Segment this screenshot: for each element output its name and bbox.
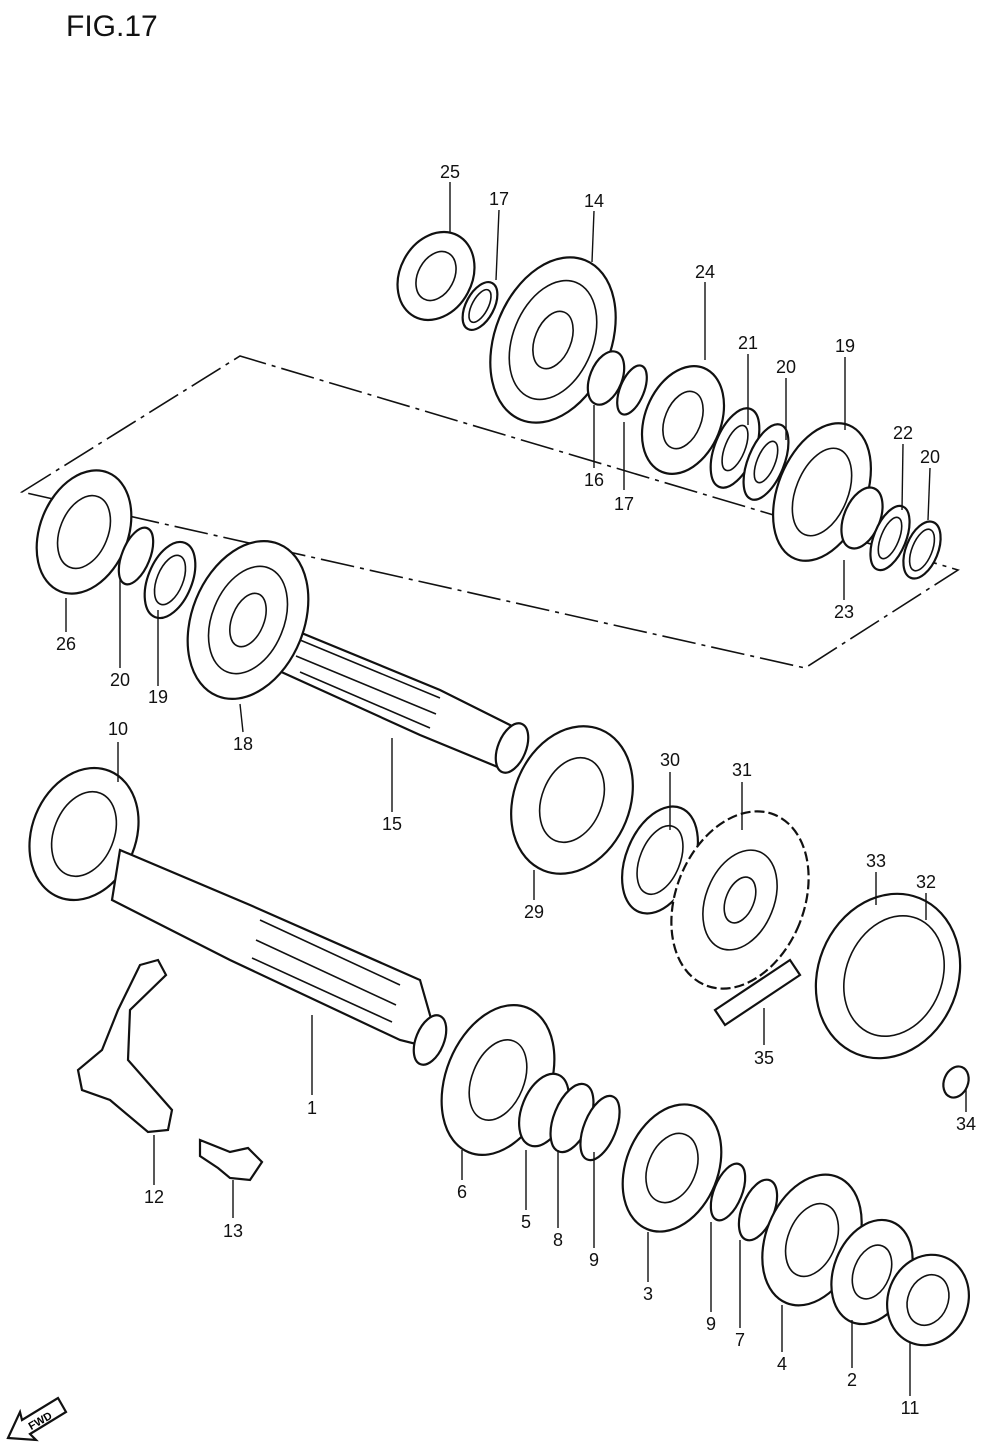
leader-lines <box>65 182 967 1396</box>
callout-35: 35 <box>754 1048 774 1068</box>
mainshaft-1 <box>110 848 448 1066</box>
callout-3: 3 <box>643 1284 653 1304</box>
callout-27: 24 <box>695 262 715 282</box>
callout-31: 31 <box>732 760 752 780</box>
bearing-11 <box>886 1253 970 1347</box>
callout-labels: 25 17 14 24 21 20 19 22 20 16 17 23 26 2… <box>56 162 976 1418</box>
bushing-19 <box>143 540 197 620</box>
callout-29: 29 <box>524 902 544 922</box>
callout-24: 21 <box>738 333 758 353</box>
chain-35 <box>713 958 802 1027</box>
gear-18 <box>186 540 310 700</box>
callout-5: 5 <box>521 1212 531 1232</box>
figure-title: FIG.17 <box>66 10 158 43</box>
callout-13: 13 <box>223 1221 243 1241</box>
circlip-20-upper <box>902 520 942 580</box>
callout-22: 23 <box>834 602 854 622</box>
callout-4: 4 <box>777 1354 787 1374</box>
callout-33: 33 <box>866 851 886 871</box>
callout-8: 8 <box>553 1230 563 1250</box>
callout-11: 11 <box>901 1398 920 1418</box>
callout-17-lower: 17 <box>614 494 634 514</box>
callout-34: 34 <box>956 1114 976 1134</box>
callout-17-upper: 17 <box>489 189 509 209</box>
cover-32 <box>814 892 962 1060</box>
bracket-12 <box>76 958 174 1134</box>
bearing-10 <box>28 766 140 902</box>
callout-20-lower: 20 <box>110 670 130 690</box>
gear-15 <box>489 256 617 424</box>
callout-15: 14 <box>584 191 604 211</box>
washer-17-lower <box>616 364 648 416</box>
callout-7: 7 <box>735 1330 745 1350</box>
callout-2: 2 <box>847 1370 857 1390</box>
bearing-29 <box>510 725 634 875</box>
callout-16: 16 <box>584 470 604 490</box>
callout-30: 30 <box>660 750 680 770</box>
callout-32: 32 <box>916 872 936 892</box>
circlip-20-lower <box>117 526 155 586</box>
callout-20-upper: 20 <box>920 447 940 467</box>
bolt-34 <box>942 1065 970 1099</box>
callout-18: 18 <box>233 734 253 754</box>
callout-23: 20 <box>776 357 796 377</box>
circlip-9-right <box>709 1162 747 1222</box>
fwd-arrow-icon: FWD <box>6 1396 68 1442</box>
bearing-28 <box>396 230 476 322</box>
callout-10: 10 <box>108 719 128 739</box>
callout-14: 15 <box>382 814 402 834</box>
callout-1: 1 <box>307 1098 317 1118</box>
callout-9-left: 9 <box>589 1250 599 1270</box>
callout-6: 6 <box>457 1182 467 1202</box>
callout-28: 25 <box>440 162 460 182</box>
sprocket-31 <box>670 810 810 990</box>
callout-12: 12 <box>144 1187 164 1207</box>
washer-23 <box>742 423 790 501</box>
callout-25: 22 <box>893 423 913 443</box>
gear-3 <box>621 1103 723 1233</box>
countershaft-group-frame <box>19 355 960 669</box>
bolt-13 <box>198 1138 264 1182</box>
circlip-9-left <box>579 1094 621 1162</box>
callout-19: 19 <box>148 687 168 707</box>
callout-26: 26 <box>56 634 76 654</box>
callout-9-right: 9 <box>706 1314 716 1334</box>
washer-17-upper <box>461 281 499 331</box>
callout-21: 19 <box>835 336 855 356</box>
